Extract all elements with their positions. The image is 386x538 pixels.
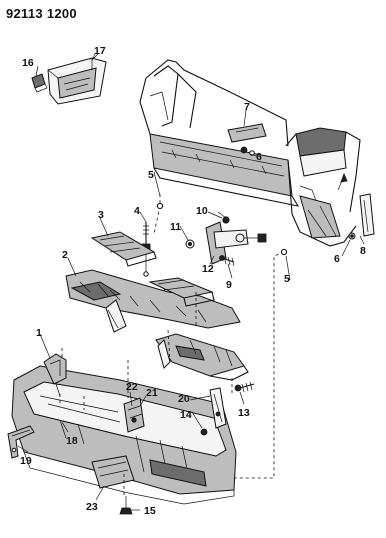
strip-part-8 (359, 193, 375, 237)
panel-part-23 (91, 455, 135, 489)
callout-5-left: 5 (148, 169, 154, 181)
callout-22: 22 (126, 381, 138, 393)
bolt-part-13 (234, 381, 255, 393)
reinforcement-bracket (155, 333, 249, 381)
callout-8: 8 (360, 245, 366, 257)
callout-20: 20 (178, 393, 190, 405)
bracket-assembly-9-12 (185, 211, 267, 267)
callout-19: 19 (20, 455, 32, 467)
callout-3: 3 (98, 209, 104, 221)
pad-right (148, 277, 215, 307)
energy-absorber-part-2 (65, 269, 241, 333)
side-bracket-part-20 (200, 387, 227, 436)
callout-10: 10 (196, 205, 208, 217)
bracket-part-1 (43, 353, 67, 397)
callout-6-upper: 6 (256, 151, 262, 163)
callout-4: 4 (134, 205, 140, 217)
callout-23: 23 (86, 501, 98, 513)
callout-16: 16 (22, 57, 34, 69)
pad-part-3 (90, 231, 157, 267)
bracket-part-19 (7, 425, 35, 459)
retainer-part-21-22 (123, 397, 145, 433)
callout-6-right: 6 (334, 253, 340, 265)
callout-15: 15 (144, 505, 156, 517)
callout-5-right: 5 (284, 273, 290, 285)
diagram-code: 92113 1200 (6, 6, 77, 21)
callout-7: 7 (244, 101, 250, 113)
assembly-guide-lines (61, 194, 288, 496)
callout-11: 11 (170, 221, 181, 233)
clip-part-16 (31, 73, 48, 93)
callout-21: 21 (146, 387, 158, 399)
bracket-part-7 (227, 123, 267, 143)
callout-9: 9 (226, 279, 232, 291)
callout-12: 12 (202, 263, 214, 275)
screw-part-15 (119, 496, 133, 515)
callout-labels: 16 17 7 6 5 3 4 10 11 2 12 9 6 8 5 1 22 … (20, 45, 366, 517)
vehicle-rear-body (139, 59, 361, 247)
callout-2: 2 (62, 249, 68, 261)
bumper-fascia (11, 365, 237, 505)
callout-18: 18 (66, 435, 78, 447)
nut-part-6-right (348, 232, 356, 240)
bracket-part-17 (47, 53, 107, 105)
callout-1: 1 (36, 327, 42, 339)
callout-14: 14 (180, 409, 192, 421)
callout-13: 13 (238, 407, 250, 419)
leader-lines (17, 53, 365, 511)
callout-17: 17 (94, 45, 106, 57)
